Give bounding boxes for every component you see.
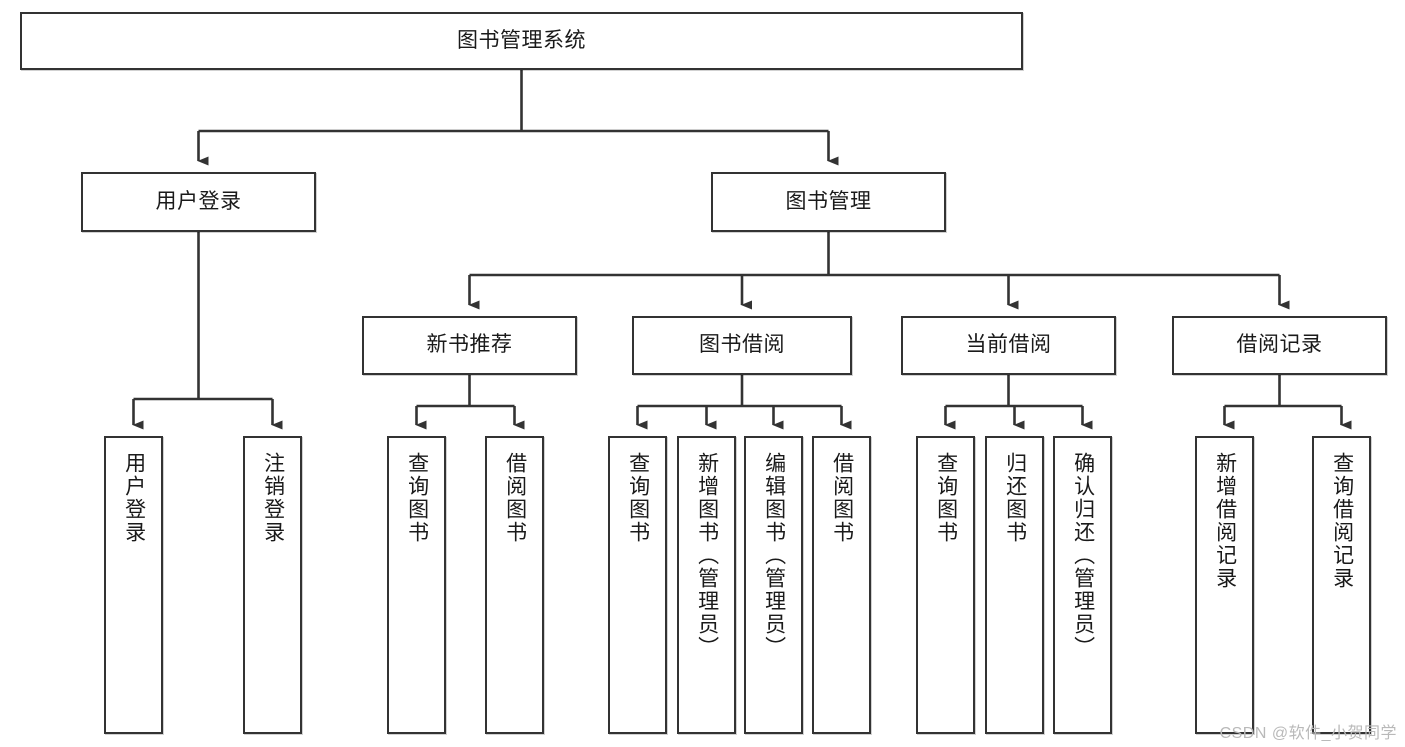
node-label: 图书借阅 — [699, 333, 785, 357]
node-leaf-add-record[interactable]: 新增借阅记录 — [1195, 436, 1254, 734]
node-label: 新增图书（管理员） — [695, 452, 719, 659]
node-leaf-query-book-3[interactable]: 查询图书 — [916, 436, 975, 734]
node-label: 图书管理系统 — [457, 28, 586, 52]
node-book-borrow[interactable]: 图书借阅 — [632, 316, 852, 375]
node-leaf-logout[interactable]: 注销登录 — [243, 436, 302, 734]
node-label: 查询图书 — [405, 452, 429, 544]
node-borrow-record[interactable]: 借阅记录 — [1172, 316, 1387, 375]
node-leaf-query-record[interactable]: 查询借阅记录 — [1312, 436, 1371, 734]
node-leaf-add-book[interactable]: 新增图书（管理员） — [677, 436, 736, 734]
node-label: 图书管理 — [785, 189, 872, 213]
node-label: 归还图书 — [1003, 452, 1027, 544]
node-label: 新增借阅记录 — [1213, 452, 1237, 590]
node-label: 用户登录 — [122, 452, 146, 544]
node-label: 用户登录 — [155, 189, 242, 213]
node-label: 查询图书 — [934, 452, 958, 544]
node-leaf-confirm-return[interactable]: 确认归还（管理员） — [1053, 436, 1112, 734]
node-label: 借阅图书 — [503, 452, 527, 544]
node-leaf-edit-book[interactable]: 编辑图书（管理员） — [744, 436, 803, 734]
node-user-login[interactable]: 用户登录 — [81, 172, 316, 232]
node-label: 查询图书 — [626, 452, 650, 544]
node-label: 确认归还（管理员） — [1071, 452, 1095, 659]
node-book-manage[interactable]: 图书管理 — [711, 172, 946, 232]
node-label: 当前借阅 — [965, 333, 1052, 357]
node-label: 借阅记录 — [1236, 333, 1323, 357]
node-leaf-return-book[interactable]: 归还图书 — [985, 436, 1044, 734]
node-leaf-borrow-book-2[interactable]: 借阅图书 — [812, 436, 871, 734]
node-current-borrow[interactable]: 当前借阅 — [901, 316, 1116, 375]
node-root[interactable]: 图书管理系统 — [20, 12, 1023, 70]
node-label: 注销登录 — [261, 452, 285, 544]
watermark: CSDN @软件_小贺同学 — [1219, 725, 1397, 742]
node-label: 新书推荐 — [426, 333, 513, 357]
node-leaf-user-login[interactable]: 用户登录 — [104, 436, 163, 734]
node-label: 编辑图书（管理员） — [762, 452, 786, 659]
node-leaf-borrow-book-1[interactable]: 借阅图书 — [485, 436, 544, 734]
node-leaf-query-book-1[interactable]: 查询图书 — [387, 436, 446, 734]
node-leaf-query-book-2[interactable]: 查询图书 — [608, 436, 667, 734]
node-new-book-rec[interactable]: 新书推荐 — [362, 316, 577, 375]
node-label: 查询借阅记录 — [1330, 452, 1354, 590]
node-label: 借阅图书 — [830, 452, 854, 544]
